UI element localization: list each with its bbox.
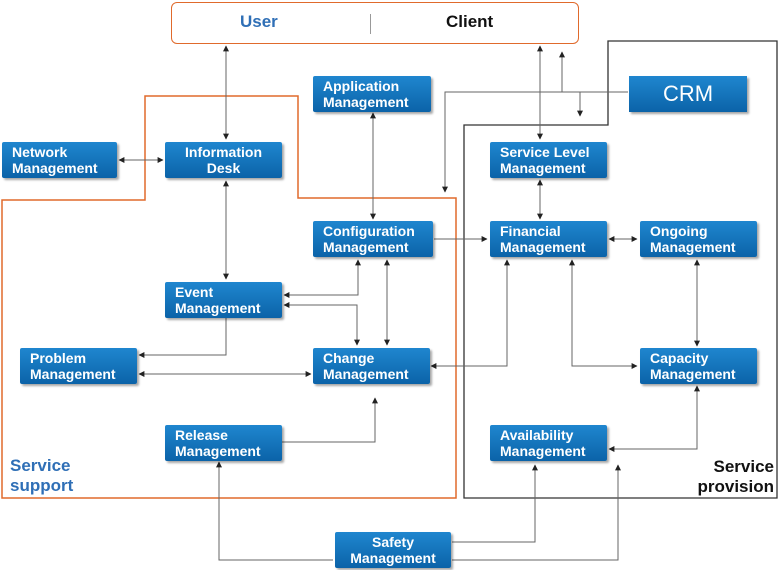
region-line1: Service bbox=[713, 457, 775, 476]
node-line2: Management bbox=[500, 443, 586, 459]
edge-financial-capacity bbox=[569, 259, 638, 369]
user-label: User bbox=[240, 12, 278, 31]
release-management-node[interactable]: Release Management bbox=[165, 425, 282, 461]
change-management-node[interactable]: Change Management bbox=[313, 348, 430, 384]
service-provision-region bbox=[463, 40, 778, 499]
node-line1: Safety bbox=[371, 534, 415, 550]
ongoing-management-node[interactable]: Ongoing Management bbox=[640, 221, 757, 257]
region-line2: provision bbox=[697, 477, 774, 496]
node-line2: Management bbox=[500, 239, 586, 255]
application-management-node[interactable]: Application Management bbox=[313, 76, 431, 112]
header-divider bbox=[370, 14, 371, 34]
edge-safety-release bbox=[216, 461, 333, 561]
edge-capacity-availability bbox=[608, 385, 700, 452]
information-desk-node[interactable]: Information Desk bbox=[165, 142, 282, 178]
node-line2: Management bbox=[500, 160, 586, 176]
configuration-management-node[interactable]: Configuration Management bbox=[313, 221, 433, 257]
node-line1: Capacity bbox=[650, 350, 709, 366]
node-line2: Management bbox=[323, 239, 409, 255]
node-line1: Change bbox=[323, 350, 375, 366]
edge-safety-provision bbox=[452, 464, 621, 561]
edge-change-financial bbox=[430, 259, 510, 369]
service-provision-label: Service provision bbox=[690, 457, 774, 497]
node-line1: Financial bbox=[500, 223, 561, 239]
event-management-node[interactable]: Event Management bbox=[165, 282, 282, 318]
node-line1: Event bbox=[175, 284, 214, 300]
node-line2: Management bbox=[12, 160, 98, 176]
node-line2: Management bbox=[650, 366, 736, 382]
financial-management-node[interactable]: Financial Management bbox=[490, 221, 607, 257]
node-line2: Management bbox=[175, 300, 261, 316]
network-management-node[interactable]: Network Management bbox=[2, 142, 117, 178]
edge-crm-support bbox=[442, 91, 628, 193]
node-line2: Management bbox=[323, 94, 409, 110]
node-line1: Ongoing bbox=[650, 223, 708, 239]
client-label: Client bbox=[446, 12, 494, 31]
edge-event-change bbox=[283, 302, 360, 346]
node-line1: Release bbox=[175, 427, 228, 443]
capacity-management-node[interactable]: Capacity Management bbox=[640, 348, 757, 384]
edge-release-change bbox=[282, 397, 378, 443]
node-line2: Management bbox=[175, 443, 261, 459]
node-line2: Management bbox=[30, 366, 116, 382]
node-line2: Management bbox=[650, 239, 736, 255]
service-support-label: Service support bbox=[10, 456, 73, 496]
safety-management-node[interactable]: Safety Management bbox=[335, 532, 451, 568]
edge-event-problem bbox=[138, 318, 227, 358]
edge-client-crm bbox=[559, 51, 628, 93]
edge-config-event-1 bbox=[283, 259, 361, 298]
node-line2: Desk bbox=[206, 160, 241, 176]
node-line1: Network bbox=[12, 144, 68, 160]
node-line1: Availability bbox=[500, 427, 574, 443]
region-line1: Service bbox=[10, 456, 71, 475]
service-level-management-node[interactable]: Service Level Management bbox=[490, 142, 607, 178]
node-line1: Application bbox=[323, 78, 400, 94]
node-line1: Information bbox=[185, 144, 262, 160]
problem-management-node[interactable]: Problem Management bbox=[20, 348, 137, 384]
availability-management-node[interactable]: Availability Management bbox=[490, 425, 607, 461]
node-line1: Service Level bbox=[500, 144, 590, 160]
user-client-header bbox=[171, 2, 579, 44]
service-support-region bbox=[1, 95, 457, 499]
node-line2: Management bbox=[323, 366, 409, 382]
node-line1: Problem bbox=[30, 350, 87, 366]
node-line2: Management bbox=[350, 550, 436, 566]
edge-safety-availability bbox=[452, 464, 538, 543]
crm-box[interactable]: CRM bbox=[629, 76, 747, 112]
region-line2: support bbox=[10, 476, 74, 495]
node-line1: Configuration bbox=[323, 223, 415, 239]
